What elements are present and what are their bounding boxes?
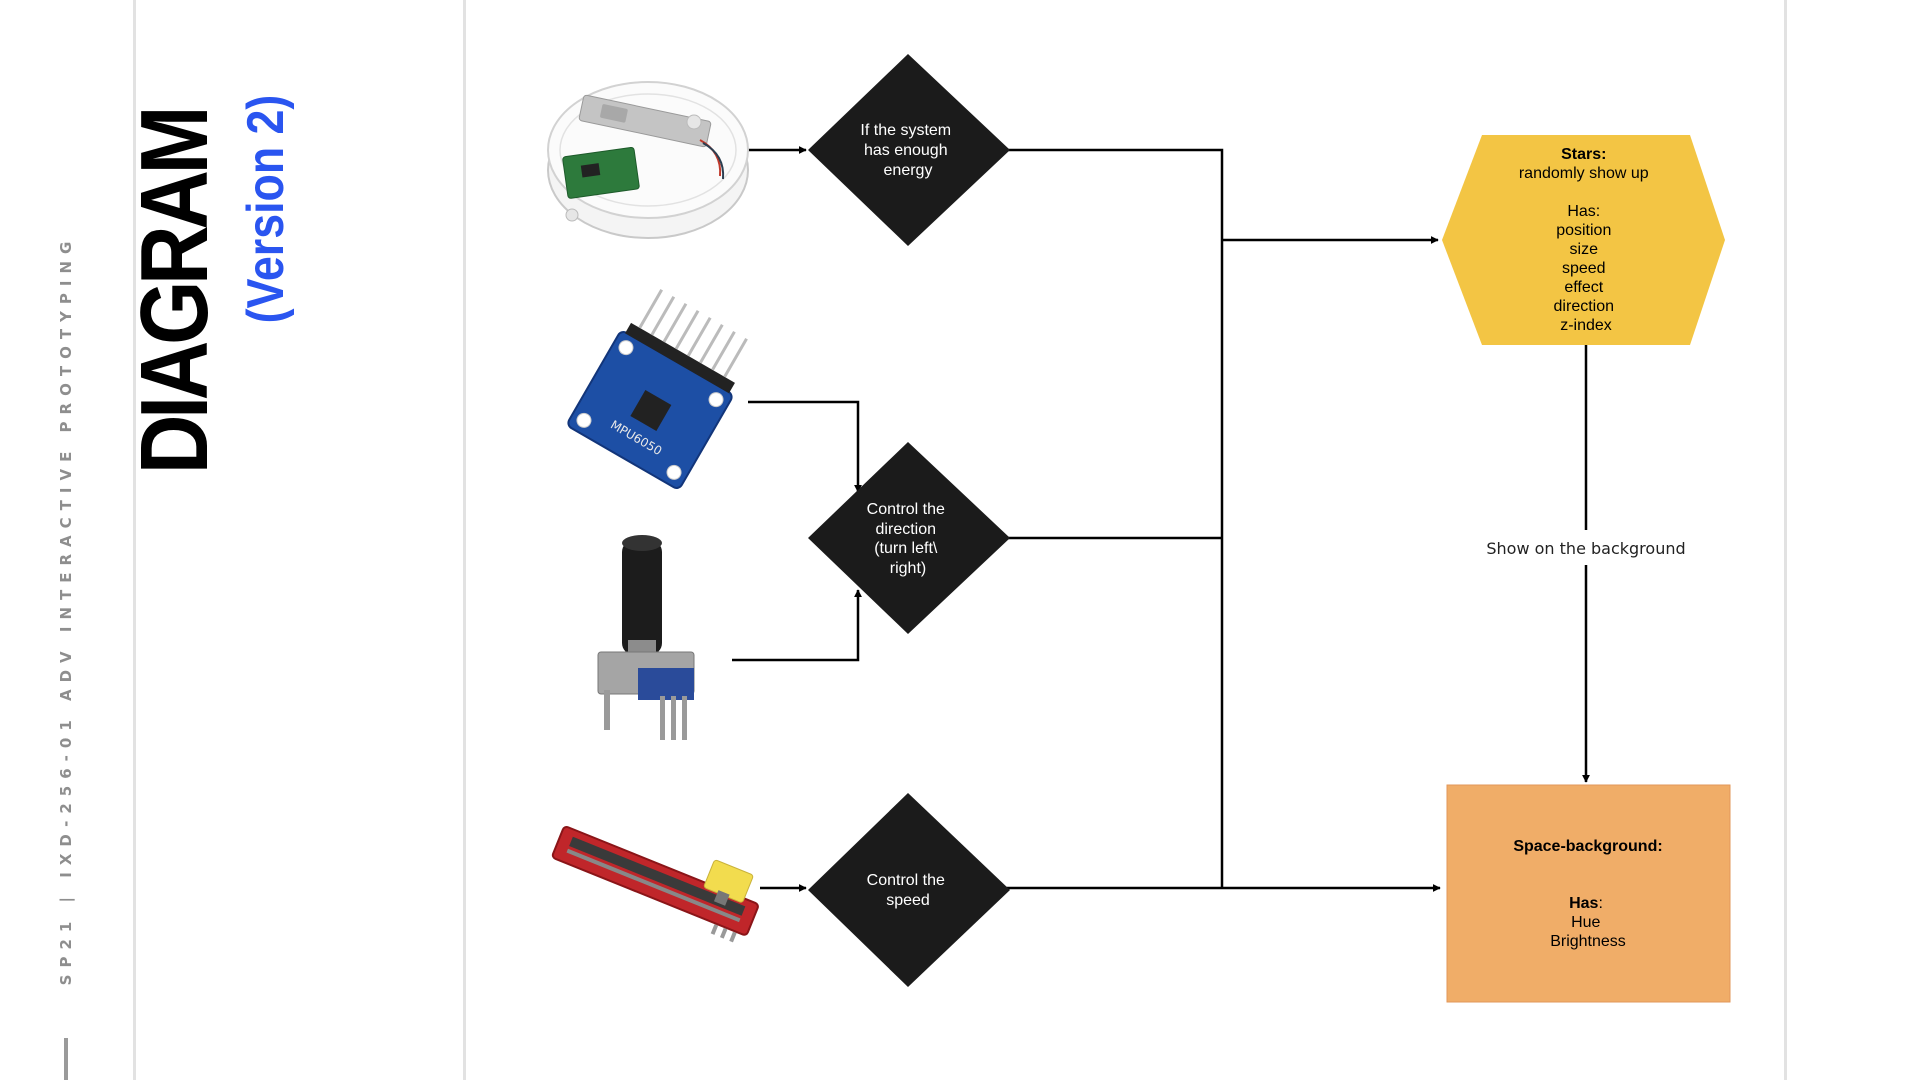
decision-energy-line-1: If the system bbox=[860, 122, 951, 139]
decision-direction-line-3: (turn left\ bbox=[874, 540, 938, 557]
decision-direction-line-1: Control the bbox=[867, 501, 945, 518]
edge-label-show-on-background: Show on the background bbox=[1486, 539, 1685, 558]
svg-text:Space-background:: Space-background: bbox=[1513, 838, 1662, 855]
decision-direction-shape bbox=[808, 442, 1010, 634]
svg-text:Control the direction: Control the direction (turn left\ right) bbox=[867, 501, 950, 577]
stars-hexagon bbox=[1442, 135, 1725, 345]
decision-speed: Control the speed bbox=[808, 793, 1010, 987]
content-divider-line bbox=[463, 0, 466, 1080]
svg-text:Hue Brightness: Hue Brightness bbox=[1550, 914, 1626, 950]
svg-text:Stars: randomly show up: Stars: randomly show up Has: position si… bbox=[1519, 146, 1653, 334]
stars-line-9: z-index bbox=[1560, 317, 1612, 334]
stars-line-5: size bbox=[1570, 241, 1599, 258]
rotary-potentiometer-image bbox=[597, 535, 695, 740]
background-has-label: Has bbox=[1569, 895, 1598, 912]
stars-line-6: speed bbox=[1562, 260, 1606, 277]
gyro-board-image: MPU6050 bbox=[567, 288, 748, 489]
stars-line-1: randomly show up bbox=[1519, 165, 1649, 182]
stars-title: Stars: bbox=[1561, 146, 1606, 163]
slide-potentiometer-image bbox=[551, 825, 759, 943]
decision-energy-line-3: energy bbox=[884, 162, 933, 179]
decision-speed-shape bbox=[808, 793, 1010, 987]
stars-node: Stars: randomly show up Has: position si… bbox=[1442, 135, 1725, 345]
arrow-knob-to-direction bbox=[732, 589, 862, 662]
decision-direction: Control the direction (turn left\ right) bbox=[808, 442, 1010, 634]
decision-energy: If the system has enough energy bbox=[808, 54, 1010, 246]
stars-line-8: direction bbox=[1554, 298, 1614, 315]
stars-line-4: position bbox=[1556, 222, 1611, 239]
background-has-colon: : bbox=[1598, 895, 1602, 912]
decision-direction-line-2: direction bbox=[876, 521, 936, 538]
svg-text:Control the speed: Control the speed bbox=[867, 872, 950, 909]
arrow-gyro-to-direction bbox=[748, 400, 862, 493]
left-margin-line bbox=[133, 0, 136, 1080]
side-accent-bar bbox=[64, 1038, 68, 1080]
background-line-brightness: Brightness bbox=[1550, 933, 1626, 950]
background-box bbox=[1446, 784, 1731, 1003]
stars-line-7: effect bbox=[1564, 279, 1603, 296]
line-energy-to-bus bbox=[1006, 148, 1224, 888]
svg-text:If the system has enough: If the system has enough energy bbox=[860, 122, 955, 179]
decision-speed-line-1: Control the bbox=[867, 872, 945, 889]
right-margin-line bbox=[1784, 0, 1787, 1080]
svg-text:Has:: Has: bbox=[1569, 895, 1603, 912]
connectors bbox=[732, 146, 1590, 892]
decision-energy-shape bbox=[808, 54, 1010, 246]
background-title: Space-background: bbox=[1513, 838, 1662, 855]
background-line-hue: Hue bbox=[1571, 914, 1600, 931]
decision-energy-line-2: has enough bbox=[864, 142, 948, 159]
stars-line-3: Has: bbox=[1567, 203, 1600, 220]
decision-direction-line-4: right) bbox=[890, 560, 926, 577]
background-node: Space-background: Has: Hue Brightness bbox=[1446, 784, 1731, 1003]
load-cell-sensor-image bbox=[547, 81, 749, 239]
edge-label-bg bbox=[1476, 532, 1696, 564]
decision-speed-line-2: speed bbox=[886, 892, 930, 909]
